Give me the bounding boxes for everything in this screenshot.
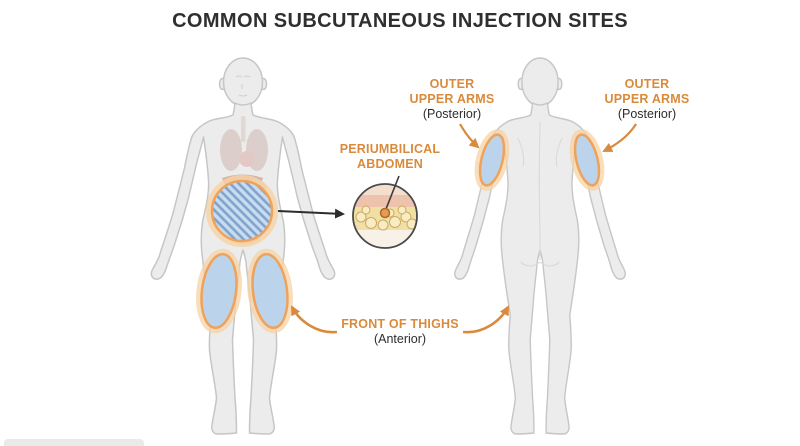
- label-line: OUTER: [624, 77, 670, 91]
- label-outer-upper-arms-right: OUTER UPPER ARMS (Posterior): [597, 77, 697, 122]
- arm-site-right: [569, 129, 605, 191]
- watermark-remnant: [4, 439, 144, 446]
- abdomen-site-highlight: [206, 175, 278, 247]
- label-subline: (Anterior): [373, 332, 427, 346]
- posterior-body-figure: [453, 57, 627, 435]
- needle-pointer-line: [385, 175, 400, 210]
- arm-arrow-left: [459, 123, 480, 149]
- arm-site-left: [474, 129, 510, 191]
- abdomen-pointer-arrow: [277, 208, 345, 219]
- injection-point-dot: [379, 207, 391, 219]
- label-line: UPPER ARMS: [409, 92, 495, 106]
- label-line: ABDOMEN: [357, 157, 423, 171]
- label-outer-upper-arms-left: OUTER UPPER ARMS (Posterior): [402, 77, 502, 122]
- face-detail: [235, 75, 251, 97]
- thigh-arrow-left: [290, 305, 338, 334]
- page-title: COMMON SUBCUTANEOUS INJECTION SITES: [172, 10, 628, 32]
- thigh-arrow-right: [462, 305, 510, 334]
- label-subline: (Posterior): [422, 107, 482, 121]
- arm-arrow-right: [602, 123, 637, 152]
- thigh-site-right: [247, 248, 293, 334]
- label-line: PERIUMBILICAL: [339, 142, 441, 156]
- skin-cross-section-inset: [351, 175, 419, 250]
- label-line: FRONT OF THIGHS: [341, 317, 459, 331]
- thigh-site-left: [196, 248, 242, 334]
- label-line: OUTER: [429, 77, 475, 91]
- label-front-of-thighs: FRONT OF THIGHS (Anterior): [325, 317, 475, 347]
- label-line: UPPER ARMS: [604, 92, 690, 106]
- label-periumbilical-abdomen: PERIUMBILICAL ABDOMEN: [330, 142, 450, 172]
- label-subline: (Posterior): [617, 107, 677, 121]
- back-detail: [517, 121, 563, 267]
